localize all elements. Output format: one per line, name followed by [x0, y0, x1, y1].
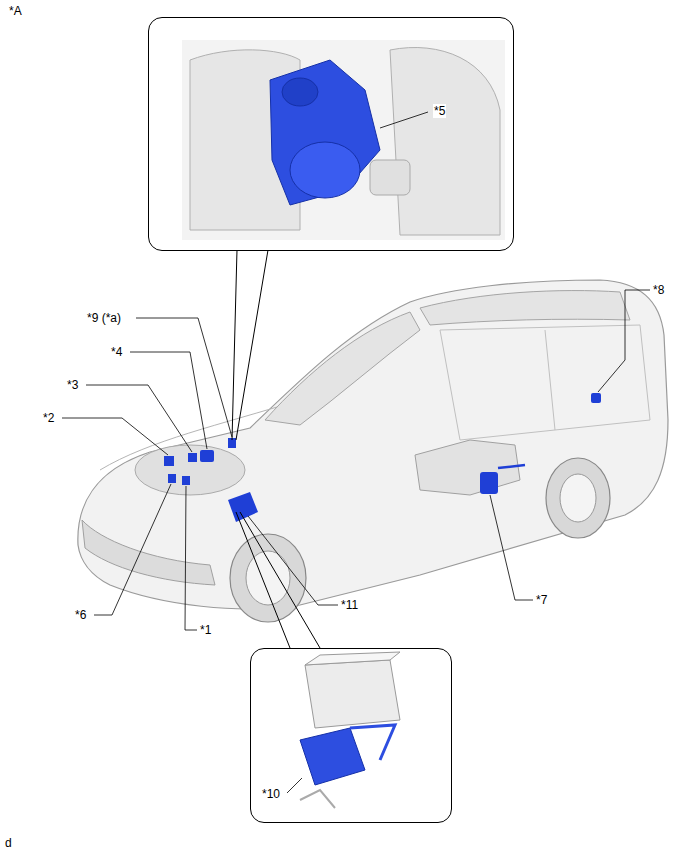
figure-label: *A	[8, 4, 23, 18]
callout-number: *1	[199, 623, 212, 637]
callout-number: *7	[535, 593, 548, 607]
callout-number: *11	[340, 598, 359, 612]
callout-number: *4	[110, 345, 123, 359]
figure-code: d	[4, 836, 13, 850]
callout-number: *6	[74, 608, 87, 622]
callout-number: *8	[652, 283, 665, 297]
callout-number: *9 (*a)	[86, 311, 122, 325]
callout-number: *10	[261, 787, 281, 801]
callout-number: *3	[66, 378, 79, 392]
callout-number: *5	[433, 104, 446, 118]
callout-number: *2	[42, 411, 55, 425]
inset-frame: *5	[148, 17, 514, 251]
inset-frame: *10	[250, 648, 452, 823]
